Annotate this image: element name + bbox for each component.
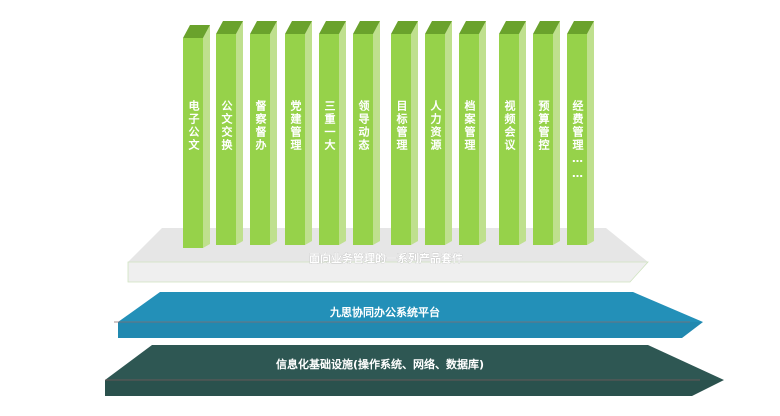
infrastructure-layer: 信息化基础设施(操作系统、网络、数据库) — [105, 345, 724, 396]
column-side — [339, 21, 346, 245]
column-front — [425, 34, 445, 245]
column-front — [183, 38, 203, 248]
suite-label: 面向业务管理的一系列产品套件 — [309, 251, 463, 265]
column-side — [373, 21, 380, 245]
suite-base-front — [127, 261, 649, 283]
column-side — [270, 21, 277, 245]
column-top — [183, 25, 210, 38]
column-front — [391, 34, 411, 245]
platform-label: 九思协同办公系统平台 — [329, 305, 440, 319]
column-side — [411, 21, 418, 245]
module-column — [319, 21, 346, 245]
column-side — [479, 21, 486, 245]
column-front — [499, 34, 519, 245]
infrastructure-front — [105, 380, 724, 396]
platform-front — [118, 322, 703, 338]
column-front — [459, 34, 479, 245]
column-top — [459, 21, 486, 34]
module-column — [567, 21, 594, 245]
platform-top — [118, 292, 703, 322]
column-top — [567, 21, 594, 34]
column-side — [203, 25, 210, 248]
column-top — [425, 21, 452, 34]
infrastructure-label: 信息化基础设施(操作系统、网络、数据库) — [276, 357, 484, 371]
column-side — [587, 21, 594, 245]
column-front — [319, 34, 339, 245]
column-top — [250, 21, 277, 34]
module-column — [216, 21, 243, 245]
column-top — [499, 21, 526, 34]
column-front — [250, 34, 270, 245]
column-side — [519, 21, 526, 245]
column-top — [391, 21, 418, 34]
column-front — [533, 34, 553, 245]
module-column — [250, 21, 277, 245]
module-column — [285, 21, 312, 245]
module-columns — [183, 21, 594, 248]
column-front — [285, 34, 305, 245]
module-column — [391, 21, 418, 245]
column-side — [445, 21, 452, 245]
module-column — [425, 21, 452, 245]
column-front — [567, 34, 587, 245]
module-column — [499, 21, 526, 245]
module-column — [533, 21, 560, 245]
module-column — [459, 21, 486, 245]
column-top — [319, 21, 346, 34]
column-front — [216, 34, 236, 245]
column-side — [305, 21, 312, 245]
infrastructure-top — [105, 345, 724, 380]
column-top — [533, 21, 560, 34]
column-top — [285, 21, 312, 34]
column-top — [353, 21, 380, 34]
column-top — [216, 21, 243, 34]
module-column — [183, 25, 210, 248]
column-side — [236, 21, 243, 245]
column-front — [353, 34, 373, 245]
module-column — [353, 21, 380, 245]
platform-layer: 九思协同办公系统平台 — [114, 292, 703, 338]
column-side — [553, 21, 560, 245]
